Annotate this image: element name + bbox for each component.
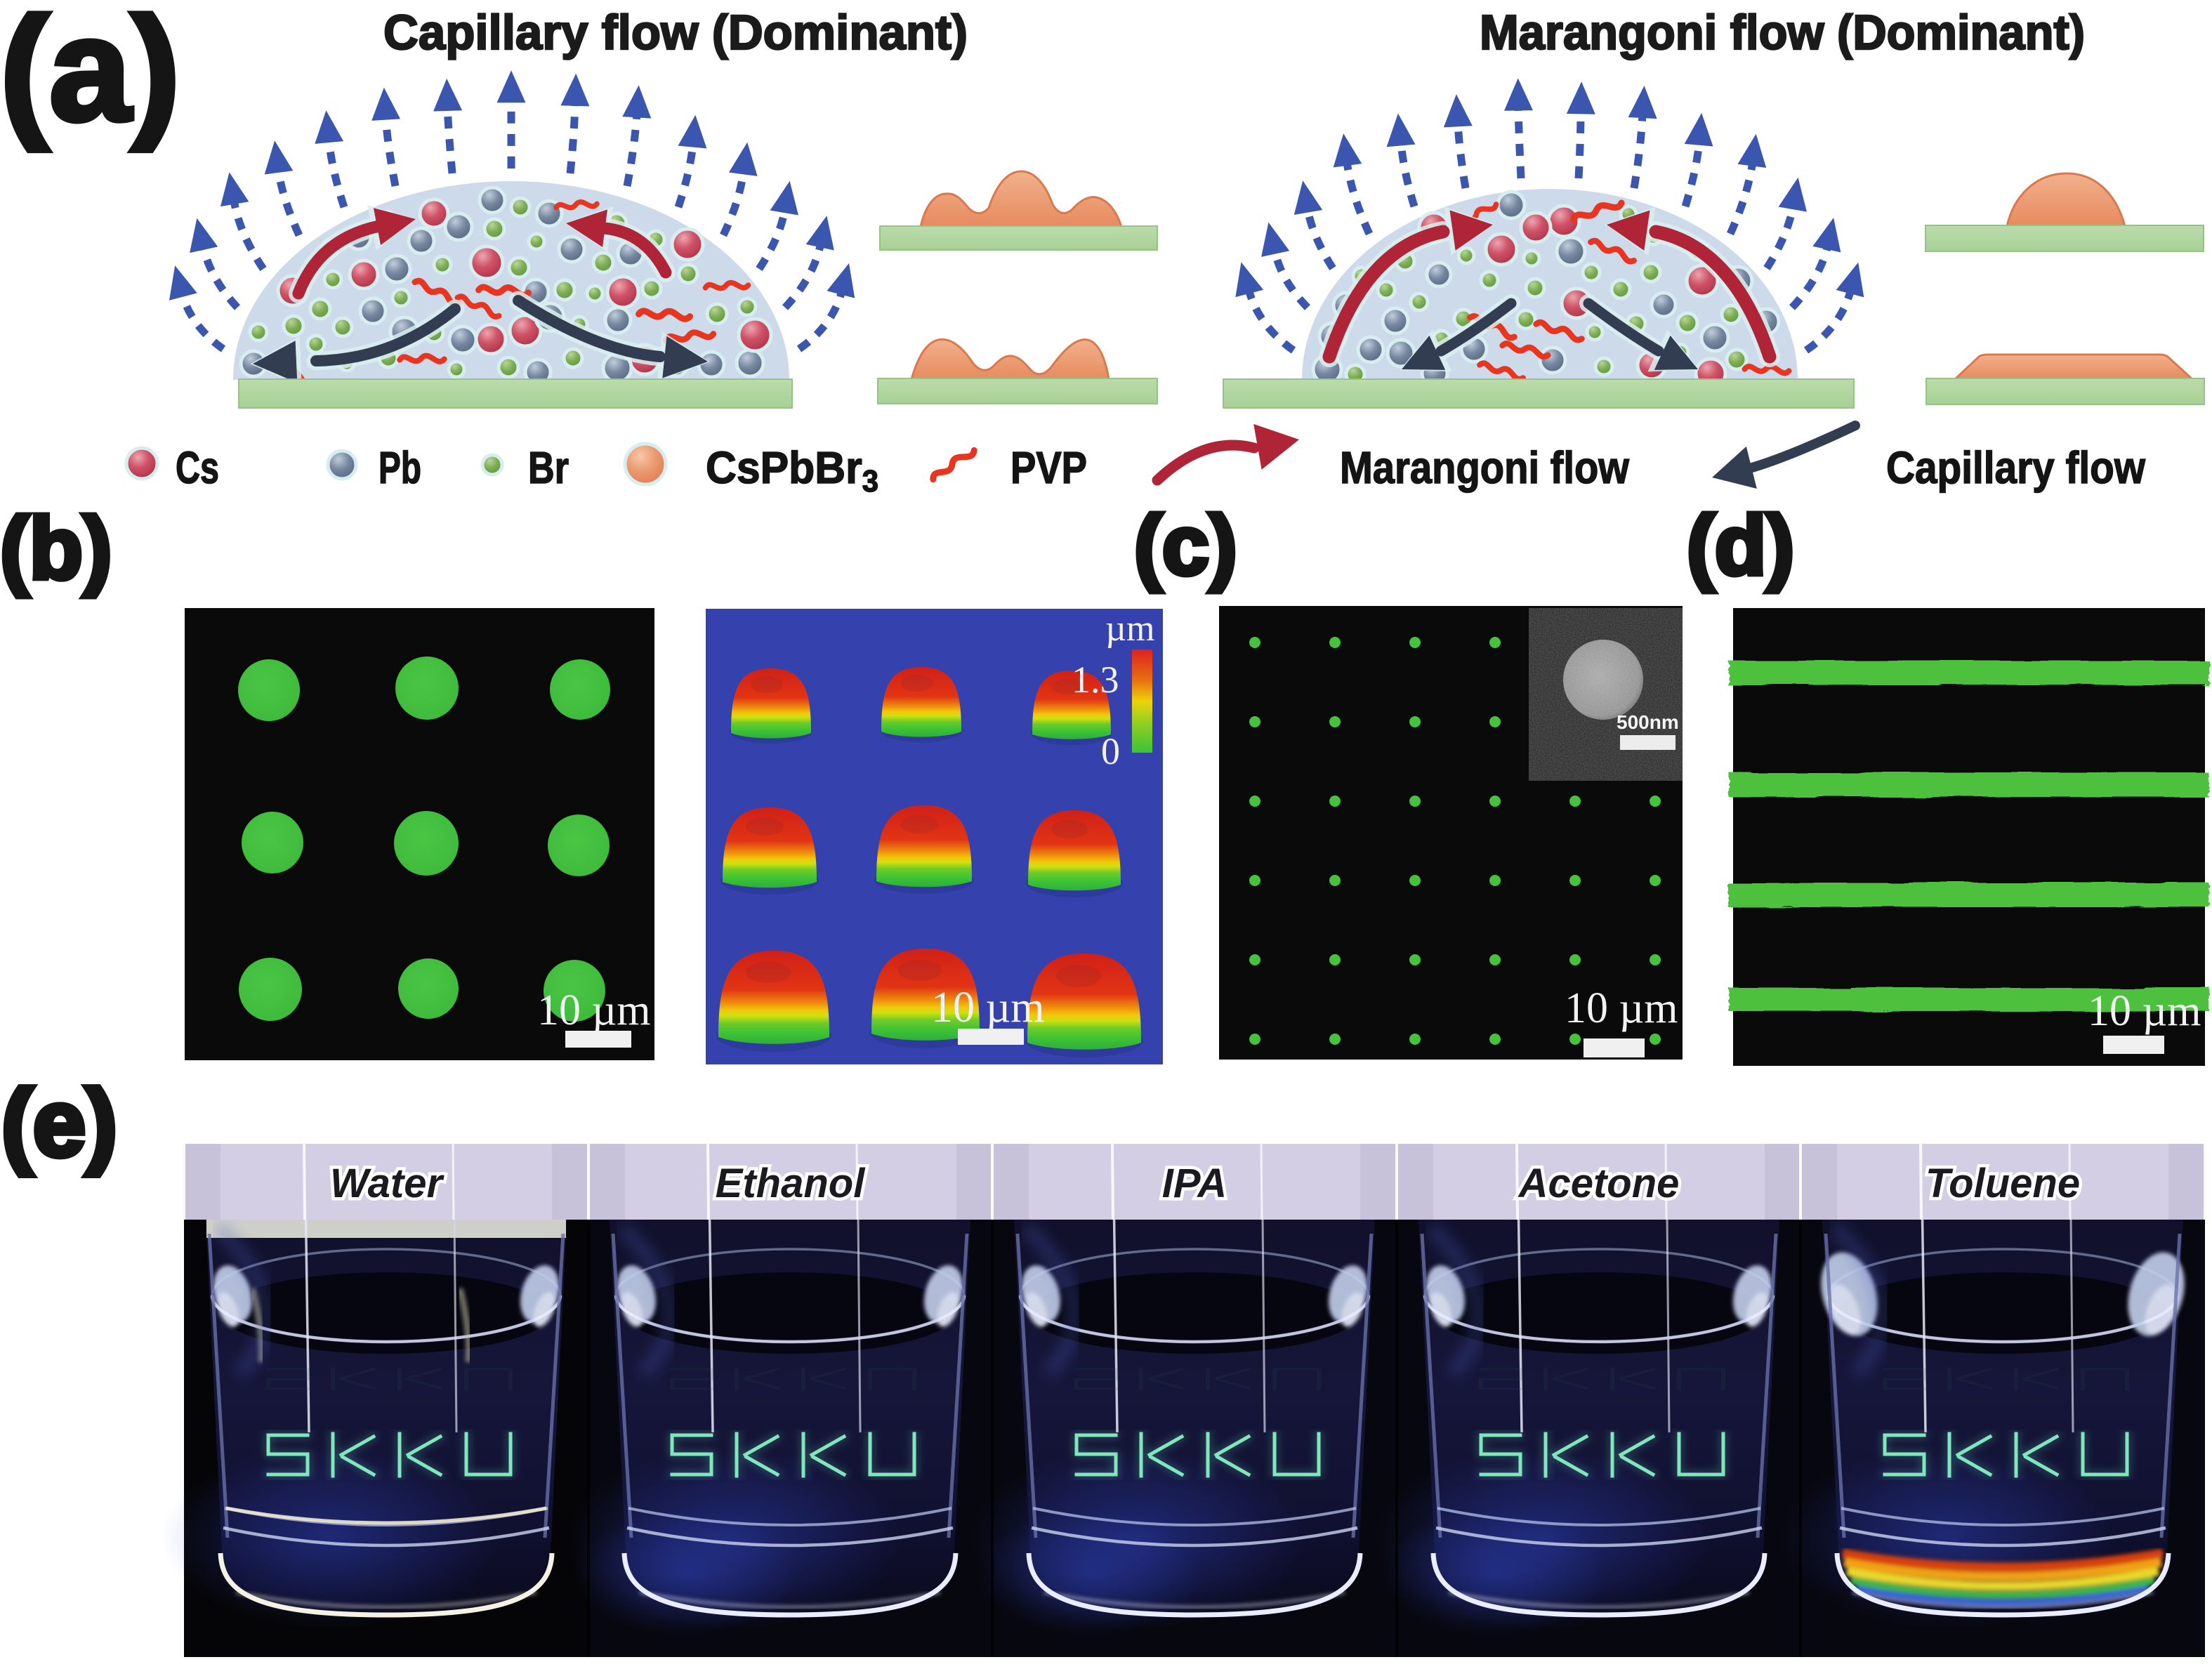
svg-text:(c): (c) (1134, 499, 1237, 593)
svg-text:CsPbBr3: CsPbBr3 (706, 442, 878, 499)
svg-text:1.3: 1.3 (1072, 659, 1119, 701)
svg-text:Marangoni flow (Dominant): Marangoni flow (Dominant) (1480, 5, 2085, 60)
svg-text:Toluene: Toluene (1925, 1161, 2080, 1206)
svg-text:Pb: Pb (378, 442, 421, 493)
svg-text:0: 0 (1101, 730, 1120, 772)
svg-text:IPA: IPA (1162, 1161, 1227, 1206)
svg-text:10 µm: 10 µm (2088, 987, 2201, 1035)
svg-text:Capillary flow (Dominant): Capillary flow (Dominant) (383, 5, 968, 60)
svg-text:Cs: Cs (176, 442, 219, 493)
svg-text:Ethanol: Ethanol (716, 1161, 867, 1206)
svg-text:10 µm: 10 µm (931, 984, 1044, 1031)
svg-text:Water: Water (330, 1161, 445, 1206)
svg-text:Br: Br (528, 442, 569, 493)
svg-text:500nm: 500nm (1617, 711, 1679, 733)
svg-text:Acetone: Acetone (1518, 1161, 1680, 1206)
svg-text:PVP: PVP (1010, 442, 1087, 493)
svg-text:10 µm: 10 µm (1565, 984, 1678, 1032)
svg-text:Marangoni flow: Marangoni flow (1340, 442, 1629, 493)
svg-text:Capillary flow: Capillary flow (1886, 442, 2145, 493)
svg-text:(a): (a) (0, 0, 180, 152)
svg-text:(d): (d) (1687, 499, 1794, 593)
svg-text:µm: µm (1105, 609, 1154, 649)
svg-text:10 µm: 10 µm (537, 987, 650, 1034)
svg-text:(e): (e) (1, 1070, 117, 1176)
svg-text:(b): (b) (0, 500, 112, 598)
